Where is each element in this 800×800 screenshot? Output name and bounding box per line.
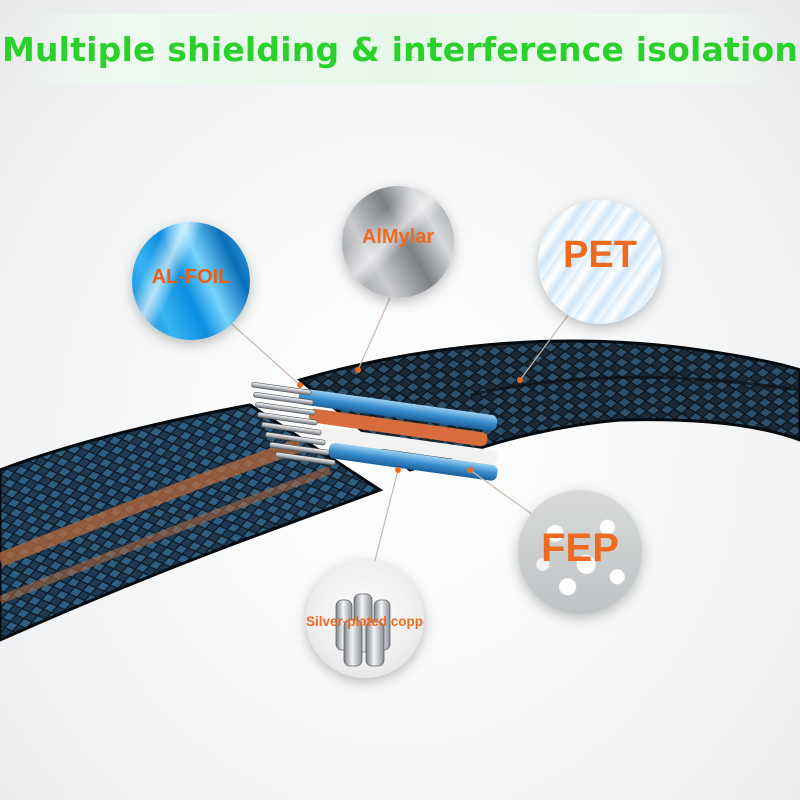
silver-copper-callout: Silver-plated copper bbox=[306, 560, 424, 678]
exposed-conductors bbox=[251, 381, 498, 481]
fep-label: FEP bbox=[541, 526, 619, 570]
pet-callout: PET bbox=[538, 200, 662, 324]
title-banner: Multiple shielding & interference isolat… bbox=[2, 14, 798, 84]
almylar-label: AlMylar bbox=[361, 226, 435, 248]
leader-fep bbox=[469, 469, 541, 521]
pet-label: PET bbox=[563, 234, 637, 276]
leader-dots bbox=[297, 367, 523, 473]
copper-rods-image bbox=[335, 593, 391, 667]
leader-pet bbox=[519, 309, 573, 381]
almylar-callout: AlMylar bbox=[342, 186, 454, 298]
leader-al-foil bbox=[224, 317, 301, 386]
leader-almylar bbox=[357, 297, 391, 371]
al-foil-label: AL-FOIL bbox=[151, 266, 231, 288]
page-title: Multiple shielding & interference isolat… bbox=[1, 29, 799, 69]
al-foil-callout: AL-FOIL bbox=[132, 222, 250, 340]
left-cable-segment bbox=[0, 403, 384, 642]
silver-copper-label: Silver-plated copper bbox=[306, 614, 424, 629]
fep-callout: FEP bbox=[518, 490, 642, 614]
leader-lines bbox=[224, 297, 573, 581]
